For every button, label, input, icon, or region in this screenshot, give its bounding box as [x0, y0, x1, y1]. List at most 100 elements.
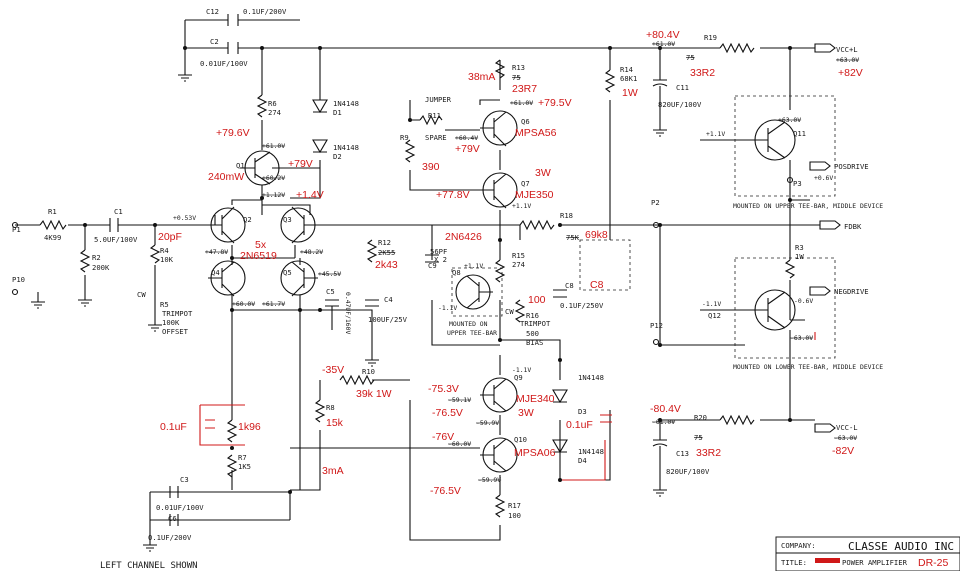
note-minus-76-5v-q9: -76.5V: [432, 407, 463, 419]
label-r9: R9: [400, 133, 409, 142]
transistor-q9-icon: [480, 377, 518, 413]
mounting-outlines: [451, 95, 836, 359]
note-plus-82v: +82V: [838, 67, 863, 79]
handwritten-annotations: +80.4V +82V 33R2 1W 38mA 23R7 +79.5V +79…: [158, 29, 863, 497]
value-c3: 0.01UF/100V: [156, 503, 204, 512]
value-c6: 0.1UF/200V: [148, 533, 192, 542]
note-c8: C8: [590, 279, 604, 291]
label-r2: R2: [92, 253, 101, 262]
label-r16: R16: [526, 311, 539, 320]
label-r15: R15: [512, 251, 525, 260]
label-r19: R19: [704, 33, 717, 42]
port-negdrive: NEGDRIVE: [834, 287, 869, 296]
voltage-q8e: -1.1V: [438, 304, 457, 312]
value-r15: 274: [512, 260, 525, 269]
note-69k8: 69k8: [585, 229, 608, 241]
voltage-q11b: +1.1V: [706, 130, 725, 138]
note-20pf: 20pF: [158, 231, 182, 243]
label-r12: R12: [378, 238, 391, 247]
note-plus-79v-q6: +79V: [455, 143, 480, 155]
label-q11: Q11: [793, 129, 806, 138]
note-23r7: 23R7: [512, 83, 537, 95]
label-q7: Q7: [521, 179, 530, 188]
label-q4: Q4: [211, 268, 220, 277]
label-c9: C9: [428, 261, 437, 270]
note-minus-76v: -76V: [432, 431, 454, 443]
value-r16: 500: [526, 329, 539, 338]
value-c4: 100UF/25V: [368, 315, 408, 324]
note-390: 390: [422, 161, 440, 173]
label-q9: Q9: [514, 373, 523, 382]
value-r19: 75: [686, 53, 695, 62]
label-r18: R18: [560, 211, 573, 220]
port-p12: P12: [650, 321, 663, 330]
label-q10: Q10: [514, 435, 527, 444]
note-39k-1w: 39k 1W: [356, 388, 392, 400]
label-q12: Q12: [708, 311, 721, 320]
note-38ma: 38mA: [468, 71, 495, 83]
note-0-1uf-left: 0.1uF: [160, 421, 187, 433]
transistor-q6-icon: [480, 110, 518, 147]
label-r13: R13: [512, 63, 525, 72]
transistor-q5-icon: [280, 260, 318, 297]
value-r20: 75: [694, 433, 703, 442]
label-cw-r16: CW: [505, 307, 514, 316]
label-r20: R20: [694, 413, 707, 422]
label-r11: R11: [428, 111, 441, 120]
value-r3: 1W: [795, 252, 804, 261]
label-r17: R17: [508, 501, 521, 510]
value-r7: 1K5: [238, 462, 251, 471]
ground-symbols: [31, 74, 667, 552]
label-r4: R4: [160, 246, 169, 255]
footer-note: LEFT CHANNEL SHOWN: [100, 561, 198, 571]
voltage-q1c: +61.0V: [262, 142, 285, 150]
note-plus-80-4v: +80.4V: [646, 29, 680, 41]
value-r14: 68K1: [620, 74, 637, 83]
name-d4: D4: [578, 456, 587, 465]
transistor-q2-icon: [208, 206, 246, 244]
voltage-q7e: +1.1V: [512, 202, 531, 210]
title-block-company-label: COMPANY:: [781, 541, 816, 550]
value-r1: 4K99: [44, 233, 61, 242]
note-minus-80-4v: -80.4V: [650, 403, 681, 415]
label-r6: R6: [268, 99, 277, 108]
title-block-company: CLASSE AUDIO INC: [848, 540, 954, 553]
value-c11: 820UF/100V: [658, 100, 702, 109]
diode-d4-icon: [552, 439, 568, 454]
diode-d1-icon: [312, 99, 328, 114]
note-15k: 15k: [326, 417, 344, 429]
voltage-r19-in: +61.0V: [652, 40, 675, 48]
note-plus-1-4v: +1.4V: [296, 189, 324, 201]
voltage-vccp: +63.0V: [836, 56, 859, 64]
title-block-title-label: TITLE:: [781, 558, 807, 567]
value-c1: 5.0UF/100V: [94, 235, 138, 244]
note-100-r16: 100: [528, 294, 546, 306]
voltage-q12b: -1.1V: [702, 300, 721, 308]
name-d3: D3: [578, 407, 587, 416]
value-r17: 100: [508, 511, 521, 520]
label-c13: C13: [676, 449, 689, 458]
label-q8: Q8: [452, 268, 461, 277]
note-plus-79-5v: +79.5V: [538, 97, 572, 109]
voltage-r13: +61.0V: [510, 99, 533, 107]
note-plus-79v-q1: +79V: [288, 158, 313, 170]
label-cw-r5: CW: [137, 290, 146, 299]
label-d3: 1N4148: [578, 373, 604, 382]
port-vccn: VCC-L: [836, 423, 858, 432]
capacitor-c12-symbol: [227, 14, 239, 54]
note-2n6426: 2N6426: [445, 231, 482, 243]
voltage-q2e: +47.8V: [205, 248, 228, 256]
note-3w-q7: 3W: [535, 167, 551, 179]
port-fdbk: FDBK: [844, 222, 862, 231]
port-flags: [809, 43, 841, 433]
type-r5: TRIMPOT: [162, 309, 193, 318]
title-block: COMPANY: CLASSE AUDIO INC TITLE: POWER A…: [775, 536, 960, 571]
voltage-q9b: -59.1V: [448, 396, 471, 404]
value-r18: 75K: [566, 233, 580, 242]
transistor-q10-icon: [480, 437, 518, 473]
voltage-q11c: +63.0V: [778, 116, 801, 124]
value-c9-qty: X 2: [434, 255, 447, 264]
value-r12: 2K55: [378, 248, 395, 257]
value-c9: 56PF: [430, 247, 447, 256]
value-r13: 75: [512, 73, 521, 82]
